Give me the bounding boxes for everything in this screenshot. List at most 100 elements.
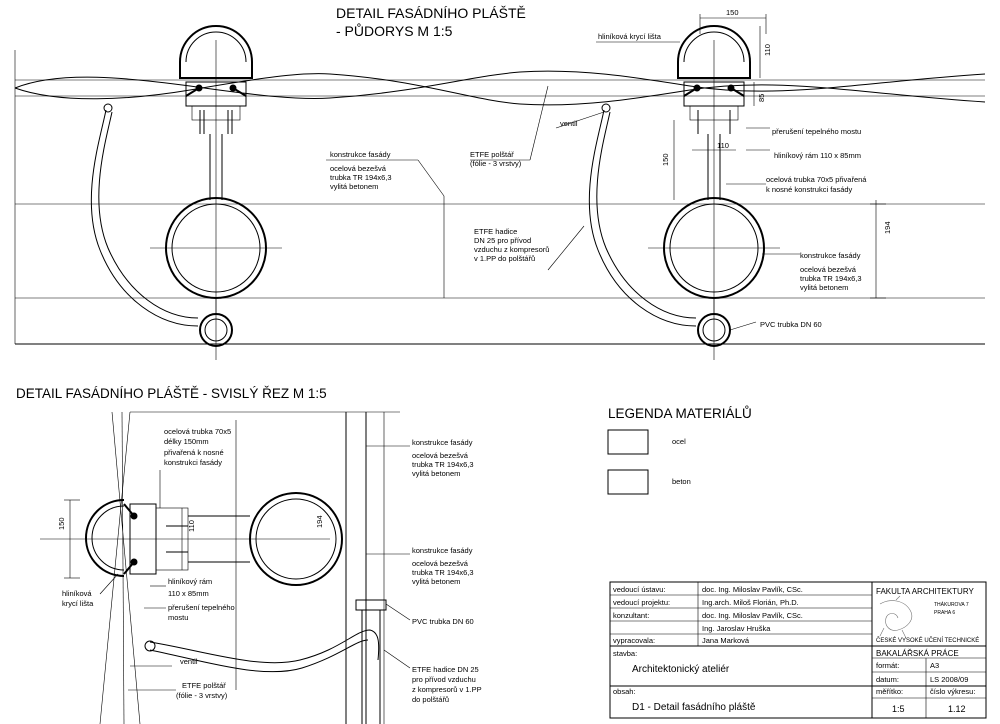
tb-value-3: Ing. Jaroslav Hruška	[702, 624, 771, 633]
label-folie: (fólie - 3 vrstvy)	[470, 159, 522, 168]
tb-university: ČESKÉ VYSOKÉ UČENÍ TECHNICKÉ	[876, 637, 979, 644]
label-hadice-3: vzduchu z kompresorů	[474, 245, 549, 254]
label-ram: hliníkový rám 110 x 85mm	[774, 151, 861, 160]
sec-dim-150: 150	[57, 517, 66, 530]
sec-label-ocel-1c: vylitá betonem	[412, 469, 460, 478]
dim-194: 194	[883, 221, 892, 234]
legend-label-ocel: ocel	[672, 437, 686, 446]
plan-subtitle: - PŮDORYS M 1:5	[336, 22, 453, 39]
tb-datum-label: datum:	[876, 675, 899, 684]
tb-value-0: doc. Ing. Miloslav Pavlík, CSc.	[702, 585, 803, 594]
materials-legend: LEGENDA MATERIÁLŮ ocel beton	[607, 406, 752, 495]
tb-obsah-value: D1 - Detail fasádního pláště	[632, 702, 756, 713]
plan-view: DETAIL FASÁDNÍHO PLÁŠTĚ - PŮDORYS M 1:5	[14, 5, 986, 360]
sec-label-hadice-3: z kompresorů v 1.PP	[412, 685, 482, 694]
tb-cislo-label: číslo výkresu:	[930, 687, 975, 696]
tb-label-2: konzultant:	[613, 611, 649, 620]
tb-datum-value: LS 2008/09	[930, 675, 968, 684]
label-preruseni: přerušení tepelného mostu	[772, 127, 861, 136]
sec-label-trubka-2: délky 150mm	[164, 437, 209, 446]
dim-150-mid: 150	[661, 153, 670, 166]
sec-label-lista-1: hliníková	[62, 589, 92, 598]
label-ocel-right-3: vylitá betonem	[800, 283, 848, 292]
label-ocel-right-2: trubka TR 194x6,3	[800, 274, 862, 283]
sec-label-etfe: ETFE polštář	[182, 681, 226, 690]
sec-label-prer-1: přerušení tepelného	[168, 603, 235, 612]
sec-label-trubka-1: ocelová trubka 70x5	[164, 427, 231, 436]
label-trubka-1: ocelová trubka 70x5 přivařená	[766, 175, 867, 184]
label-ocel-1: ocelová bezešvá	[330, 164, 387, 173]
tb-stavba-label: stavba:	[613, 649, 637, 658]
tb-meritko-value: 1:5	[892, 704, 905, 714]
sec-label-hadice-1: ETFE hadice DN 25	[412, 665, 479, 674]
label-konstrukce-right: konstrukce fasády	[800, 251, 861, 260]
sec-label-trubka-3: přivařená k nosné	[164, 448, 224, 457]
tb-label-0: vedoucí ústavu:	[613, 585, 666, 594]
section-title: DETAIL FASÁDNÍHO PLÁŠTĚ - SVISLÝ ŘEZ M 1…	[16, 386, 327, 401]
label-ventil: ventil	[560, 119, 578, 128]
sec-label-ocel-2a: ocelová bezešvá	[412, 559, 469, 568]
tb-value-2: doc. Ing. Miloslav Pavlík, CSc.	[702, 611, 803, 620]
plan-title: DETAIL FASÁDNÍHO PLÁŠTĚ	[336, 5, 526, 21]
sec-label-lista-2: krycí lišta	[62, 599, 94, 608]
tb-label-4: vypracovala:	[613, 636, 655, 645]
sec-dim-194: 194	[315, 515, 324, 528]
sec-label-ventil: ventil	[180, 657, 198, 666]
tb-value-4: Jana Marková	[702, 636, 750, 645]
dim-150-top: 150	[726, 8, 739, 17]
sec-label-ocel-1b: trubka TR 194x6,3	[412, 460, 474, 469]
sec-label-hadice-2: pro přívod vzduchu	[412, 675, 476, 684]
tb-format-value: A3	[930, 661, 939, 670]
tb-stavba-value: Architektonický ateliér	[632, 664, 730, 675]
label-hadice-2: DN 25 pro přívod	[474, 236, 531, 245]
tb-cislo-value: 1.12	[948, 704, 966, 714]
legend-swatch-beton	[607, 469, 649, 495]
label-pvc: PVC trubka DN 60	[760, 320, 822, 329]
sec-label-konstrukce-1: konstrukce fasády	[412, 438, 473, 447]
label-hadice-4: v 1.PP do polštářů	[474, 254, 535, 263]
tb-address-2: PRAHA 6	[934, 610, 955, 616]
cvut-lion-logo	[879, 595, 913, 639]
title-block: vedoucí ústavu: doc. Ing. Miloslav Pavlí…	[609, 581, 987, 719]
sec-label-konstrukce-2: konstrukce fasády	[412, 546, 473, 555]
label-etfe-polstar: ETFE polštář	[470, 150, 514, 159]
tb-work-type: BAKALÁŘSKÁ PRÁCE	[876, 649, 959, 658]
tb-obsah-label: obsah:	[613, 687, 636, 696]
tb-label-1: vedoucí projektu:	[613, 598, 670, 607]
sec-label-ocel-2c: vylitá betonem	[412, 577, 460, 586]
dim-110-side: 110	[763, 44, 772, 56]
etfe-cushion-curve	[14, 70, 986, 99]
label-ocel-2: trubka TR 194x6,3	[330, 173, 392, 182]
sec-label-ocel-1a: ocelová bezešvá	[412, 451, 469, 460]
section-etfe-hose	[149, 629, 380, 664]
legend-swatch-ocel	[607, 429, 649, 455]
dim-85: 85	[757, 94, 766, 102]
sec-label-prer-2: mostu	[168, 613, 188, 622]
tb-meritko-label: měřítko:	[876, 687, 903, 696]
sec-label-folie: (fólie - 3 vrstvy)	[176, 691, 228, 700]
sec-label-pvc: PVC trubka DN 60	[412, 617, 474, 626]
tb-format-label: formát:	[876, 661, 899, 670]
label-konstrukce: konstrukce fasády	[330, 150, 391, 159]
label-kryci-lista: hliníková krycí lišta	[598, 32, 662, 41]
label-hadice-1: ETFE hadice	[474, 227, 517, 236]
sec-label-ram-2: 110 x 85mm	[168, 589, 209, 598]
plan-node-right: 150 110 85 110 150 194	[588, 8, 892, 360]
tb-faculty: FAKULTA ARCHITEKTURY	[876, 587, 974, 596]
etfe-hose-left	[90, 109, 199, 327]
plan-node-left	[90, 25, 282, 360]
sec-label-ocel-2b: trubka TR 194x6,3	[412, 568, 474, 577]
section-steel-tube	[249, 492, 343, 586]
tb-address-1: THÁKUROVA 7	[934, 601, 969, 608]
sec-dim-110: 110	[187, 520, 196, 532]
etfe-hose-right	[588, 109, 697, 327]
sec-label-trubka-4: konstrukci fasády	[164, 458, 222, 467]
legend-title: LEGENDA MATERIÁLŮ	[608, 406, 752, 421]
sec-label-hadice-4: do polštářů	[412, 695, 449, 704]
label-ocel-3: vylitá betonem	[330, 182, 378, 191]
label-ocel-right-1: ocelová bezešvá	[800, 265, 857, 274]
section-view: DETAIL FASÁDNÍHO PLÁŠTĚ - SVISLÝ ŘEZ M 1…	[16, 386, 482, 724]
label-trubka-2: k nosné konstrukci fasády	[766, 185, 853, 194]
dim-110-mid: 110	[717, 141, 729, 150]
